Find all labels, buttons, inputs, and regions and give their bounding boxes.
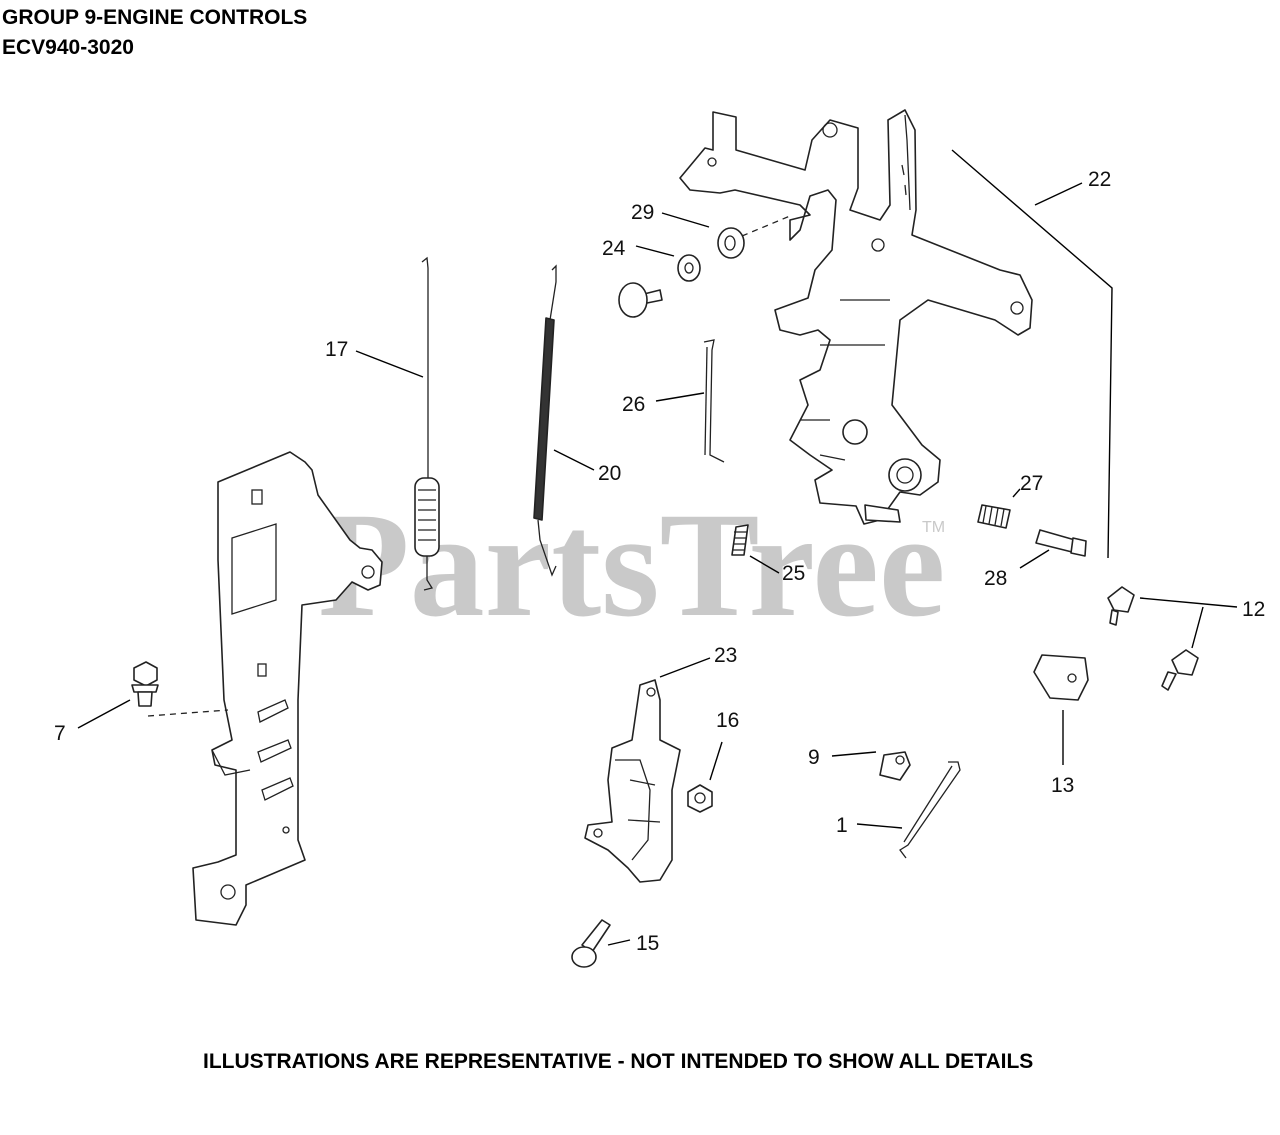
callout-26: 26 <box>622 393 645 416</box>
callout-29: 29 <box>631 201 654 224</box>
screw-28[interactable] <box>1035 529 1087 557</box>
nut-16[interactable] <box>687 784 713 813</box>
callout-23: 23 <box>714 644 737 667</box>
callout-20: 20 <box>598 462 621 485</box>
clip-13[interactable] <box>1033 654 1089 701</box>
bolt-7[interactable] <box>131 661 159 707</box>
link-rod-1[interactable] <box>899 761 961 859</box>
control-bracket-assembly[interactable] <box>679 109 1033 525</box>
callout-25: 25 <box>782 562 805 585</box>
clamp-9[interactable] <box>879 751 911 781</box>
washer-24[interactable] <box>677 254 701 282</box>
callout-7: 7 <box>54 722 66 745</box>
watermark-tm: TM <box>922 519 945 536</box>
callout-15: 15 <box>636 932 659 955</box>
washer-29[interactable] <box>717 227 745 259</box>
lever-23[interactable] <box>584 679 681 883</box>
callout-22: 22 <box>1088 168 1111 191</box>
spring-20[interactable] <box>533 264 557 577</box>
spring-25[interactable] <box>731 524 749 556</box>
callout-1: 1 <box>836 814 848 837</box>
callout-9: 9 <box>808 746 820 769</box>
leader-lines <box>77 149 1238 946</box>
disclaimer-footer: ILLUSTRATIONS ARE REPRESENTATIVE - NOT I… <box>203 1050 1034 1073</box>
pin-15[interactable] <box>571 919 611 968</box>
spring-27[interactable] <box>977 504 1011 529</box>
callout-17: 17 <box>325 338 348 361</box>
knob-pin[interactable] <box>618 282 663 318</box>
side-bracket[interactable] <box>192 451 383 926</box>
callout-27: 27 <box>1020 472 1043 495</box>
callout-24: 24 <box>602 237 626 260</box>
callout-28: 28 <box>984 567 1007 590</box>
callout-16: 16 <box>716 709 739 732</box>
spring-17[interactable] <box>414 256 440 591</box>
screw-12[interactable] <box>1107 586 1199 691</box>
watermark: PartsTree <box>318 482 945 648</box>
callout-13: 13 <box>1051 774 1074 797</box>
callout-12: 12 <box>1242 598 1265 621</box>
link-rod-26[interactable] <box>703 339 725 463</box>
model-number: ECV940-3020 <box>2 36 134 59</box>
diagram-title: GROUP 9-ENGINE CONTROLS <box>2 6 308 29</box>
